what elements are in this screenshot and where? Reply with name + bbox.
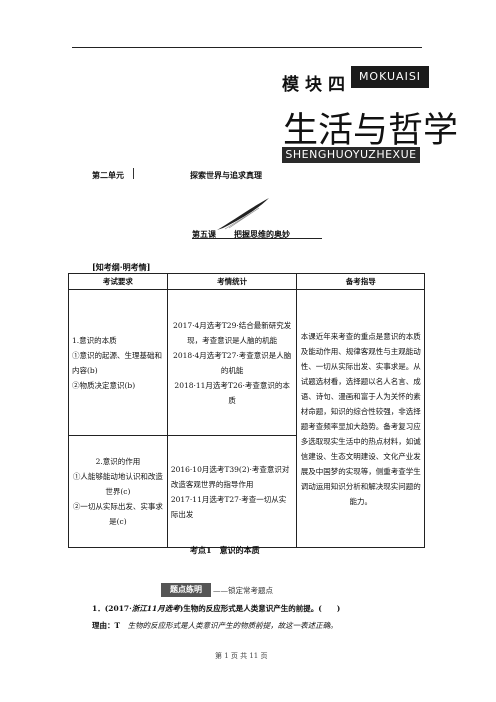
table-header-row: 考试要求 考情统计 备考指导 [68,273,425,290]
lesson-title: 把握思维的奥妙 [234,229,290,239]
practice-tag-note: ——锁定常考题点 [213,586,273,595]
module-title: 模块四 [282,75,351,95]
unit-title: 探索世界与追求真理 [190,170,262,180]
answer-label: 理由：T [92,621,121,630]
requirement-line: 2.意识的作用 [95,457,141,466]
table-header: 备考指导 [296,273,425,290]
requirement-cell: 1.意识的本质 ①意识的起源、生理基础和内容(b) ②物质决定意识(b) [68,289,168,436]
question-prefix: 1．(2017· [92,604,132,613]
module-pinyin-band: MOKUAISI [351,66,429,88]
unit-label: 第二单元 [92,170,124,180]
requirement-line: 1.意识的本质 [72,335,117,345]
stats-line: 2018·4月选考T27·考查意识是人脑的机能 [173,350,292,375]
question-body: )生物的反应形式是人类意识产生的前提。( ) [179,604,341,613]
feather-icon [217,198,269,231]
answer-text: 生物的反应形式是人类意识产生的物质前提，故这一表述正确。 [120,621,338,630]
lesson-underline [192,238,322,239]
table-header: 考情统计 [166,273,298,290]
table-header: 考试要求 [68,273,168,290]
table-row: 2.意识的作用 ①人能够能动地认识和改造世界(c) ②一切从实际出发、实事求是(… [68,435,425,548]
stats-cell: 2017·4月选考T29·结合最新研究发现，考查意识是人脑的机能 2018·4月… [166,289,298,436]
question-source: 浙江11月选考 [131,604,180,613]
main-title: 生活与哲学 [283,111,459,151]
top-rule [72,47,422,48]
exam-table: 考试要求 考情统计 备考指导 1.意识的本质 ①意识的起源、生理基础和内容(b)… [68,273,425,548]
requirement-line: ①人能够能动地认识和改造世界(c) [72,472,163,496]
stats-line: 2018·11月选考T26·考查意识的本质 [174,380,290,405]
stats-cell: 2016·10月选考T39(2)·考查意识对改造客观世界的指导作用 2017·1… [166,435,298,548]
unit-divider [133,168,134,179]
section-label: [知考纲·明考情] [92,262,151,272]
table-row: 1.意识的本质 ①意识的起源、生理基础和内容(b) ②物质决定意识(b) 201… [68,289,425,548]
stats-line: 2016·10月选考T39(2)·考查意识对改造客观世界的指导作用 [170,464,290,489]
requirement-line: ②一切从实际出发、实事求是(c) [72,502,163,526]
question-1: 1．(2017·浙江11月选考)生物的反应形式是人类意识产生的前提。( ) [92,603,340,614]
main-title-pinyin-band: SHENGHUOYUZHEXUE [282,147,420,163]
page-footer: 第 1 页 共 11 页 [215,652,268,660]
stats-line: 2017·4月选考T29·结合最新研究发现，考查意识是人脑的机能 [173,320,292,345]
requirement-line: ①意识的起源、生理基础和内容(b) [72,350,162,375]
guide-cell: 本课近年来考查的重点是意识的本质及能动作用、规律客观性与主观能动性、一切从实际出… [296,289,425,548]
practice-tag: 题点练明 [161,583,211,597]
requirement-line: ②物质决定意识(b) [72,380,136,390]
lesson-label: 第五课 [192,229,216,239]
point-heading: 考点1 意识的本质 [190,545,260,555]
requirement-cell: 2.意识的作用 ①人能够能动地认识和改造世界(c) ②一切从实际出发、实事求是(… [68,435,168,548]
answer-1: 理由：T 生物的反应形式是人类意识产生的物质前提，故这一表述正确。 [92,620,338,631]
stats-line: 2017·11月选考T27·考查一切从实际出发 [170,494,287,519]
